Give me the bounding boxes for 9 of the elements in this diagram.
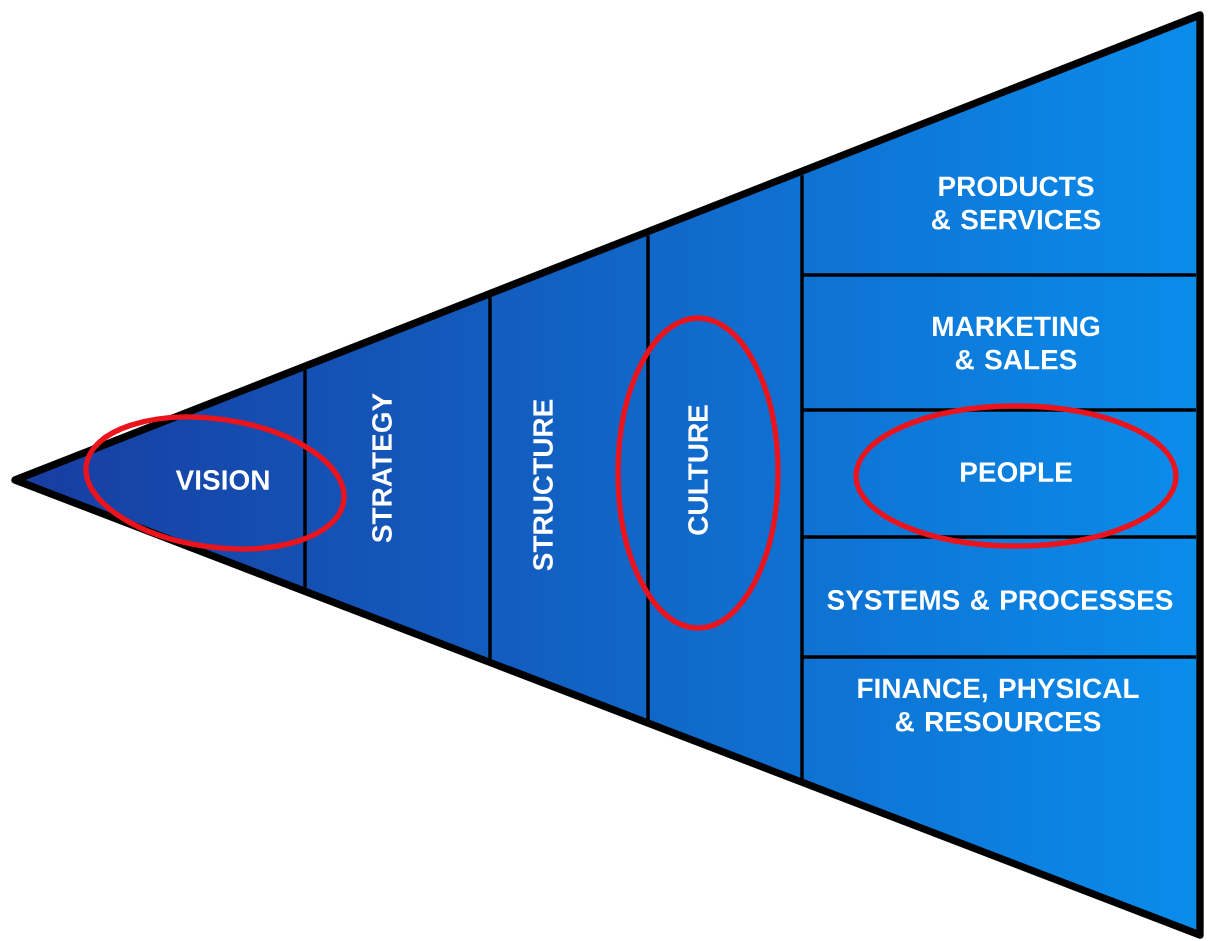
segment-label: MARKETING & SALES: [933, 316, 1099, 370]
segment-label: PRODUCTS & SERVICES: [931, 176, 1101, 230]
segment-label: STRATEGY: [372, 393, 392, 543]
segment-label: SYSTEMS & PROCESSES: [827, 590, 1173, 610]
segment-label: CULTURE: [688, 405, 708, 535]
segment-label: PEOPLE: [961, 462, 1072, 482]
segment-label: VISION: [175, 470, 269, 490]
segment-label: STRUCTURE: [533, 399, 553, 571]
segment-label: FINANCE, PHYSICAL & RESOURCES: [858, 678, 1139, 732]
